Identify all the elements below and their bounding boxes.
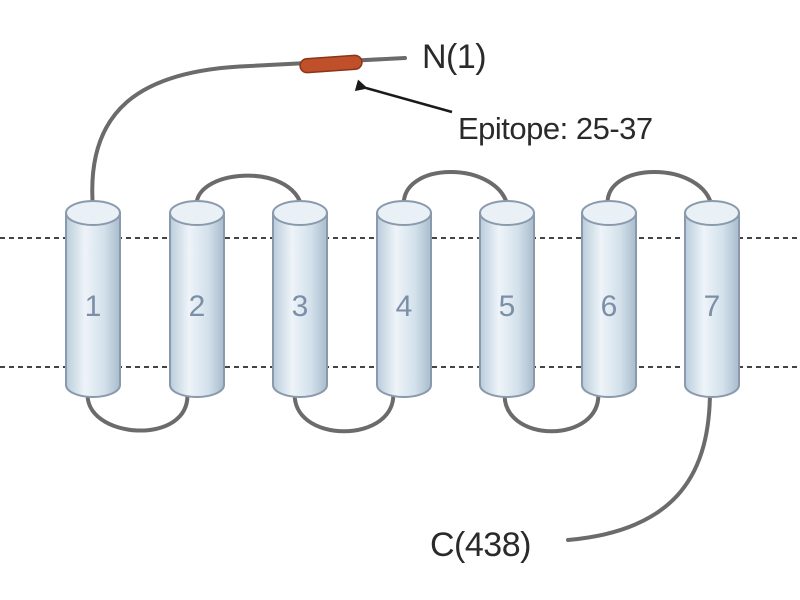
- helix-5: 5: [479, 200, 535, 398]
- helix-1: 1: [65, 200, 121, 398]
- n-terminus-label: N(1): [422, 38, 487, 76]
- extracellular-loop-1: [194, 173, 304, 210]
- helix-3: 3: [272, 200, 328, 398]
- helix-2: 2: [169, 200, 225, 398]
- intracellular-loop-2: [292, 388, 396, 434]
- helix-number-2: 2: [189, 290, 206, 323]
- transmembrane-helices: 1 2 3 4 5 6 7: [65, 200, 740, 398]
- extracellular-loop-2: [401, 170, 510, 210]
- c-terminus-label: C(438): [430, 526, 531, 564]
- epitope-label: Epitope: 25-37: [458, 111, 653, 146]
- intracellular-loop-1: [85, 388, 190, 433]
- helix-4: 4: [376, 200, 432, 398]
- helix-number-1: 1: [85, 290, 102, 323]
- epitope-arrow: [354, 79, 453, 114]
- n-terminal-tail: [90, 56, 407, 210]
- helix-number-6: 6: [601, 290, 618, 323]
- helix-number-3: 3: [292, 290, 309, 323]
- helix-number-4: 4: [396, 290, 413, 323]
- helix-number-5: 5: [499, 290, 516, 323]
- epitope-segment: [299, 54, 363, 74]
- c-terminal-tail: [566, 388, 712, 542]
- helix-6: 6: [581, 200, 637, 398]
- intracellular-loop-3: [502, 388, 601, 434]
- helix-number-7: 7: [704, 290, 721, 323]
- helix-7: 7: [684, 200, 740, 398]
- extracellular-loop-3: [605, 170, 714, 210]
